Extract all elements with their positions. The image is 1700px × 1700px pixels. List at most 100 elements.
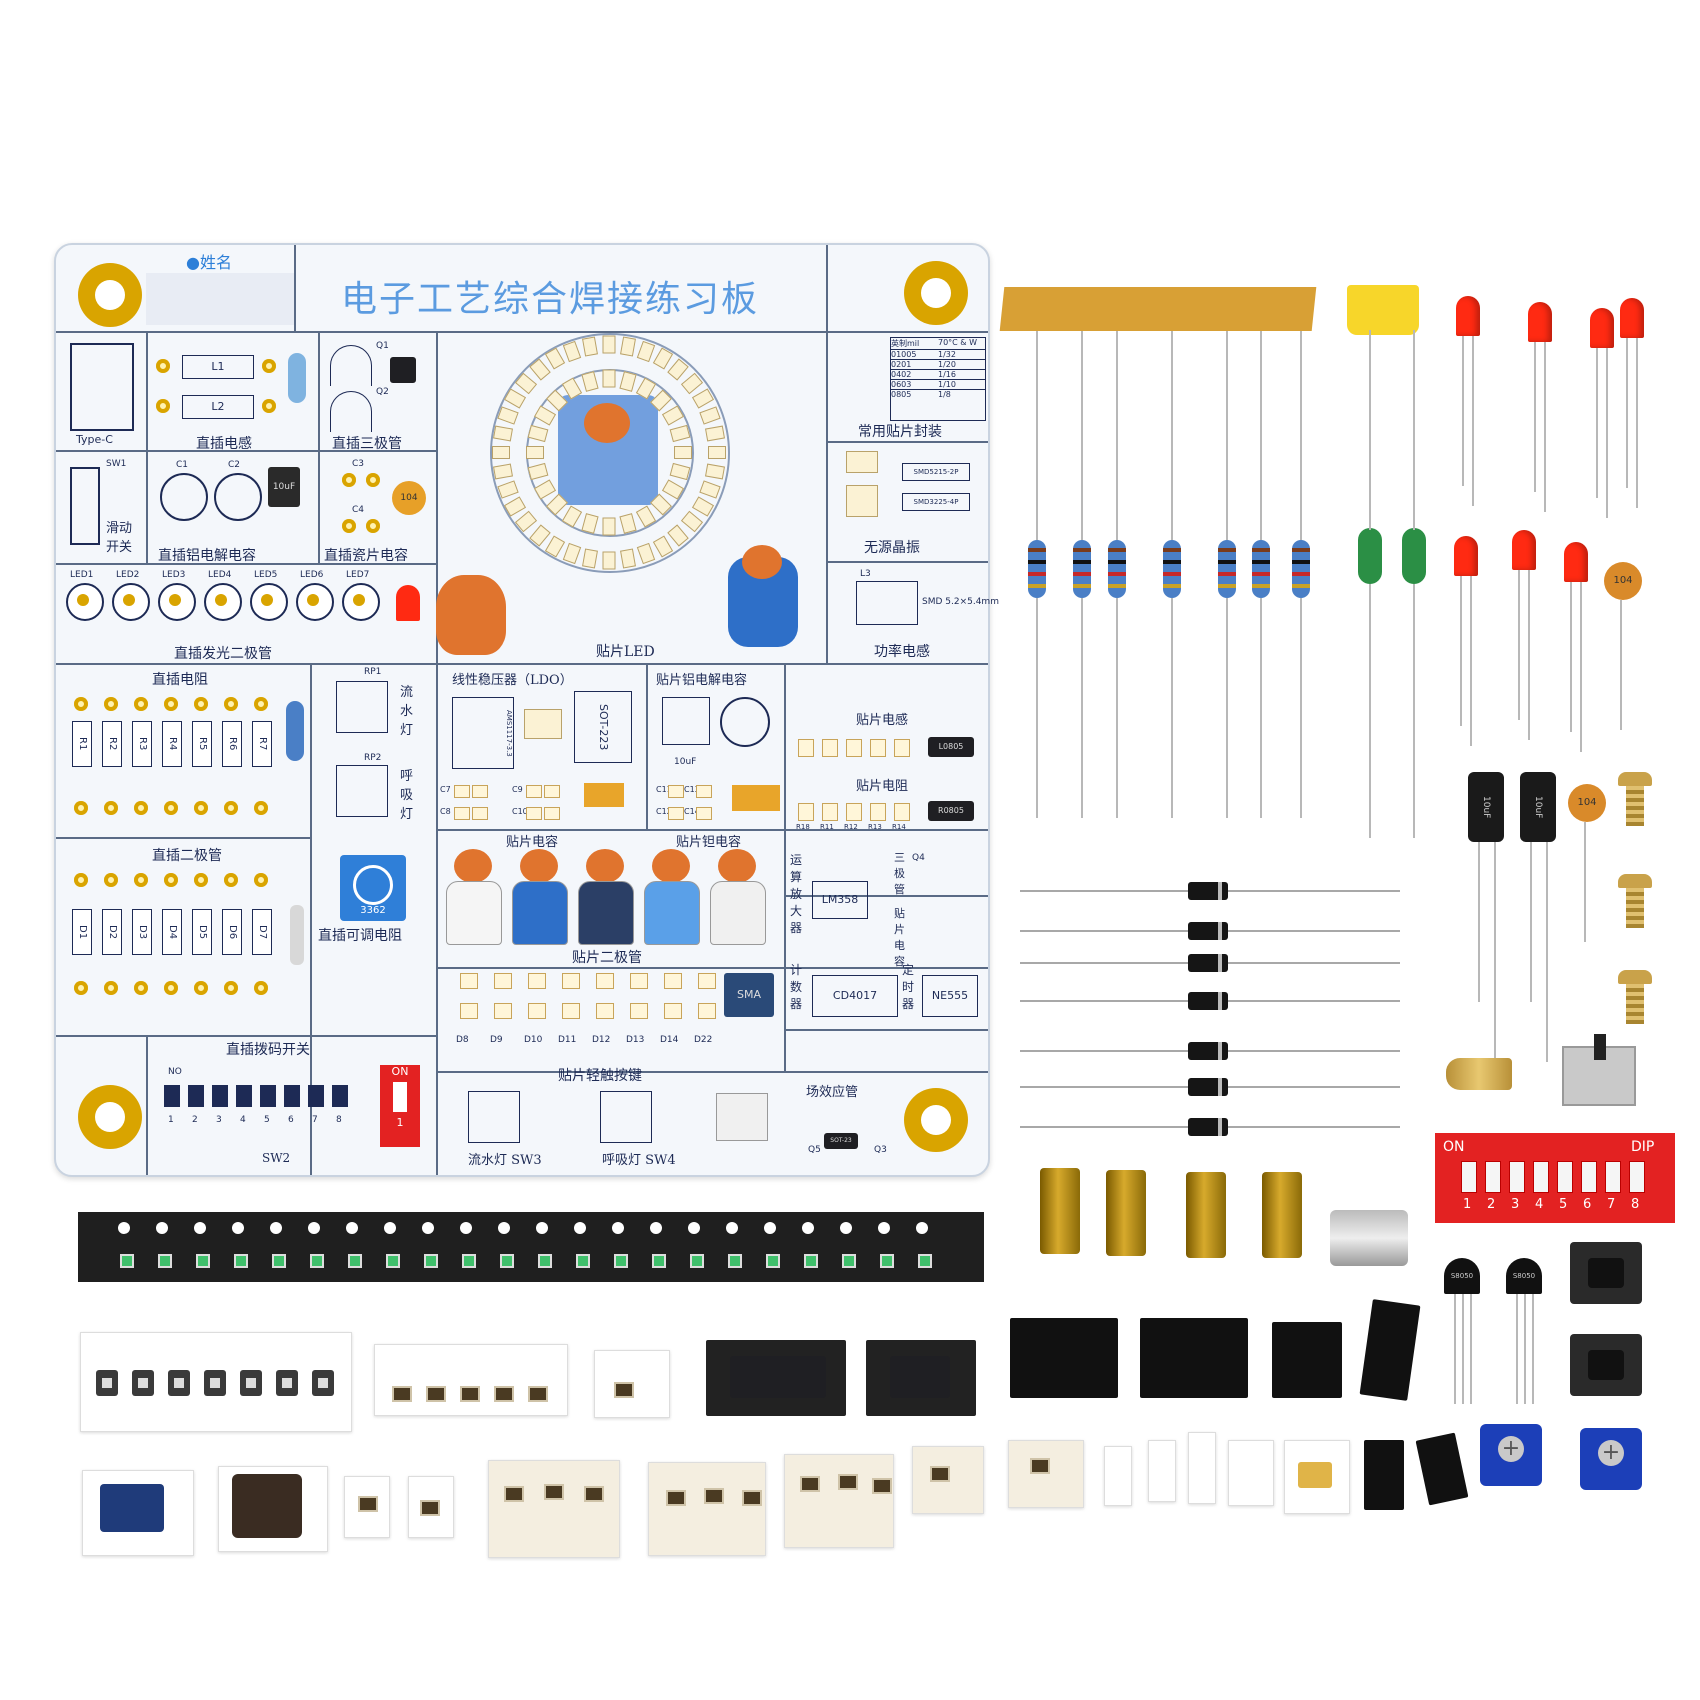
band: [1218, 560, 1236, 564]
dip-number: 3: [216, 1115, 222, 1125]
grid-line: [56, 563, 436, 565]
mounting-hole: [904, 261, 968, 325]
pad: [164, 981, 178, 995]
lead: [1470, 576, 1472, 746]
lead: [1606, 348, 1608, 518]
pad: [156, 359, 170, 373]
smd-pad: [822, 739, 838, 757]
cap-label: C12: [656, 807, 672, 816]
led-label: LED3: [162, 570, 186, 580]
reel-led: [272, 1254, 286, 1268]
tact-switch-part: [716, 1093, 768, 1141]
lead: [1413, 330, 1415, 530]
led-footprint: [342, 583, 380, 621]
sw3-footprint: [468, 1091, 520, 1143]
lead: [1171, 331, 1173, 541]
grid-line: [56, 1035, 436, 1037]
table-cell: 1/32: [938, 350, 956, 359]
ic-sma: [1359, 1299, 1421, 1401]
reel-led: [652, 1254, 666, 1268]
grid-line: [826, 331, 828, 663]
reel-hole: [574, 1222, 586, 1234]
lead: [1530, 842, 1532, 1002]
mounting-hole: [78, 263, 142, 327]
slide-switch-label: 滑动开关: [106, 521, 133, 555]
tact-switch-label: 贴片轻触按键: [558, 1068, 642, 1084]
reel-led: [690, 1254, 704, 1268]
band: [1163, 560, 1181, 564]
grid-line: [784, 663, 786, 1071]
lead: [1620, 600, 1622, 730]
ceramic-th-label: 直插瓷片电容: [324, 548, 408, 564]
dip-on-label: ON: [1443, 1139, 1465, 1155]
red-led: [1454, 536, 1478, 576]
dip-number: 6: [288, 1115, 294, 1125]
cap-label: C9: [512, 785, 523, 794]
smd-pad: [846, 803, 862, 821]
diode-footprint: D1: [72, 909, 92, 955]
lead: [1516, 1294, 1518, 1404]
resistor-footprint: R6: [222, 721, 242, 767]
led-pad: [492, 446, 510, 459]
table-cell: 0603: [891, 380, 912, 389]
led-pad: [602, 369, 616, 388]
smd-pad: [798, 803, 814, 821]
reel-hole: [840, 1222, 852, 1234]
band: [1218, 584, 1236, 588]
crystal-part: [1298, 1462, 1332, 1488]
smd-e-footprint: [662, 697, 710, 745]
grid-line: [146, 331, 148, 563]
mounting-hole: [904, 1088, 968, 1152]
grid-line: [436, 331, 438, 663]
reel-led: [196, 1254, 210, 1268]
smd-part: [614, 1382, 634, 1398]
smd-pad: [846, 739, 862, 757]
reel-hole: [536, 1222, 548, 1234]
pad: [74, 873, 88, 887]
grid-line: [56, 837, 310, 839]
trimmer-potentiometer: [1480, 1424, 1542, 1486]
lead: [1580, 582, 1582, 752]
reel-led: [462, 1254, 476, 1268]
diode-th-label: 直插二极管: [152, 848, 222, 864]
grid-line: [436, 829, 988, 831]
rp1-footprint: [336, 681, 388, 733]
diode-label: D14: [660, 1035, 679, 1045]
band: [1292, 548, 1310, 552]
smd-part: [504, 1486, 524, 1502]
led-pad: [602, 551, 616, 570]
screw: [1618, 874, 1652, 934]
reel-hole: [156, 1222, 168, 1234]
sw4-label: 呼吸灯 SW4: [602, 1153, 676, 1168]
band: [1292, 584, 1310, 588]
electrolytic-th-label: 直插铝电解电容: [158, 548, 256, 564]
smd-pad: [454, 785, 470, 798]
led-pad: [526, 446, 544, 459]
pad: [254, 697, 268, 711]
led-footprint: [66, 583, 104, 621]
smd-part: [800, 1476, 820, 1492]
lead: [1524, 1294, 1526, 1404]
resistor: [1073, 540, 1091, 598]
smd-part: [544, 1484, 564, 1500]
resistor: [1252, 540, 1270, 598]
lead: [1226, 331, 1228, 541]
table-cell: 1/8: [938, 390, 951, 399]
dip-key: [1557, 1161, 1573, 1193]
screw: [1618, 772, 1652, 832]
ic-sot223: [1010, 1318, 1118, 1398]
dip-key: [1461, 1161, 1477, 1193]
diode-footprint: D4: [162, 909, 182, 955]
dip-number: 7: [1607, 1197, 1616, 1212]
smd-led-reel: [78, 1212, 984, 1282]
ic-soic14: [730, 1356, 826, 1398]
red-led: [396, 585, 420, 621]
dip-switch-label: 直插拨码开关: [226, 1042, 310, 1058]
smd-pad: [698, 973, 716, 989]
diode-label: D13: [626, 1035, 645, 1045]
band: [1252, 560, 1270, 564]
smd-pad: [472, 807, 488, 820]
tape-pocket: [312, 1370, 334, 1396]
smd-size-label: SMD 5.2×5.4mm: [922, 597, 999, 607]
power-inductor-part: [232, 1474, 302, 1538]
